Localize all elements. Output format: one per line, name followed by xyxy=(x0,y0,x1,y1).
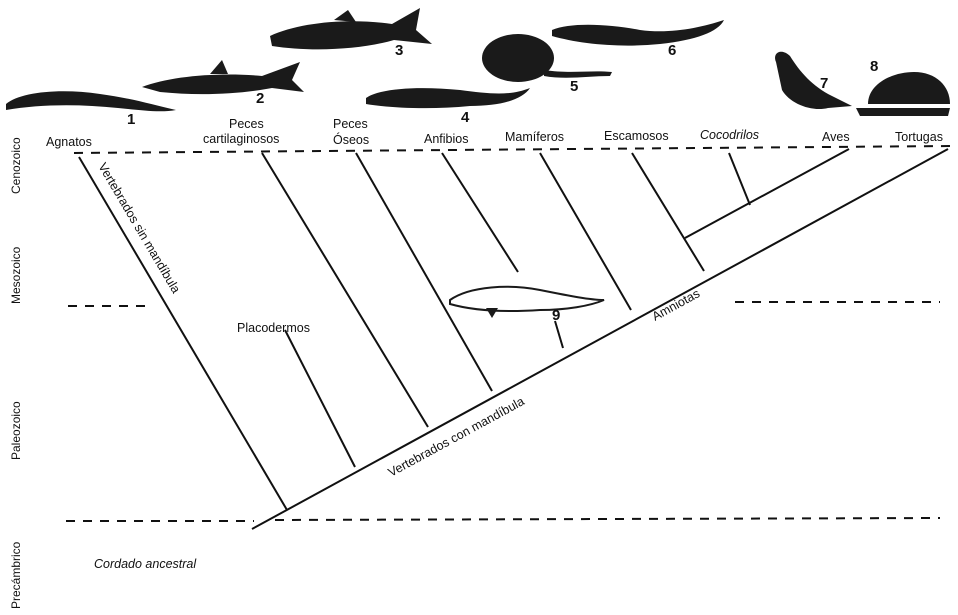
main-trunk xyxy=(252,149,948,529)
label-peces-cart-2: cartilaginosos xyxy=(203,132,279,146)
bony-fish-icon xyxy=(270,8,432,49)
branch-escamosos xyxy=(632,153,704,271)
cenozoic-boundary xyxy=(74,146,950,153)
branch-aves xyxy=(685,149,849,238)
tortoise-icon xyxy=(856,72,950,116)
animal-number-4: 4 xyxy=(461,109,470,126)
label-amniotas: Amniotas xyxy=(650,286,702,323)
branch-mamiferos xyxy=(540,153,631,310)
label-cocodrilos: Cocodrilos xyxy=(700,128,759,142)
animal-number-2: 2 xyxy=(256,90,264,107)
pigeon-icon xyxy=(775,52,852,109)
animal-number-8: 8 xyxy=(870,58,878,75)
branch-peces-cartilaginosos xyxy=(262,153,428,427)
label-aves: Aves xyxy=(822,130,850,144)
animal-number-6: 6 xyxy=(668,42,676,59)
lamprey-icon xyxy=(6,91,176,111)
label-peces-cart-1: Peces xyxy=(229,117,264,131)
era-mesozoico: Mesozoico xyxy=(9,246,23,304)
early-tetrapod-icon xyxy=(450,287,604,318)
animal-number-3: 3 xyxy=(395,42,403,59)
animal-number-1: 1 xyxy=(127,111,135,128)
era-paleozoico: Paleozoico xyxy=(9,401,23,460)
branch-cocodrilos xyxy=(729,153,750,205)
label-anfibios: Anfibios xyxy=(424,132,468,146)
label-sin-mandibula: Vertebrados sin mandíbula xyxy=(95,160,183,295)
label-peces-oseos-2: Óseos xyxy=(333,132,369,147)
era-cenozoico: Cenozoico xyxy=(9,137,23,194)
branch-anfibios xyxy=(442,153,518,272)
lizard-icon xyxy=(552,20,724,46)
salamander-icon xyxy=(366,88,530,108)
label-agnatos: Agnatos xyxy=(46,135,92,149)
shark-icon xyxy=(142,60,304,94)
label-tortugas: Tortugas xyxy=(895,130,943,144)
branch-peces-oseos xyxy=(356,153,492,391)
animal-number-9: 9 xyxy=(552,307,560,324)
label-cordado-ancestral: Cordado ancestral xyxy=(94,557,197,571)
precambrian-boundary-right xyxy=(275,518,940,520)
era-precambrico: Precámbrico xyxy=(9,541,23,609)
label-mamiferos: Mamíferos xyxy=(505,130,564,144)
animal-number-7: 7 xyxy=(820,75,828,92)
label-escamosos: Escamosos xyxy=(604,129,669,143)
animal-number-5: 5 xyxy=(570,78,578,95)
branch-placodermos xyxy=(285,330,355,467)
label-placodermos: Placodermos xyxy=(237,321,310,335)
label-peces-oseos-1: Peces xyxy=(333,117,368,131)
label-con-mandibula: Vertebrados con mandíbula xyxy=(386,394,527,479)
branch-tetrapod-9 xyxy=(555,321,563,348)
